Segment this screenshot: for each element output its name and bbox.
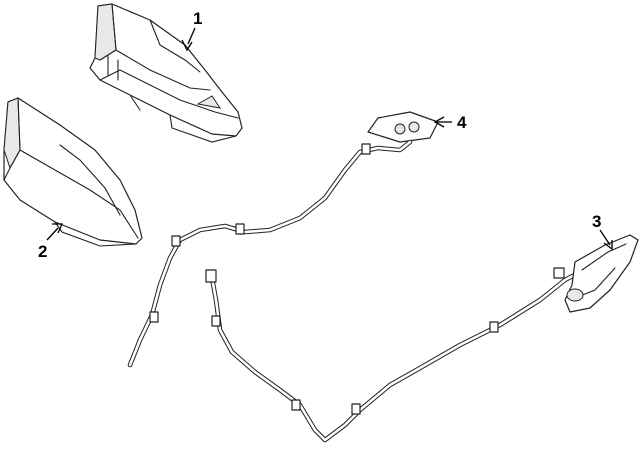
- connector-part-3: [564, 234, 639, 313]
- callout-4: 4: [457, 113, 467, 132]
- bracket-part-4: [367, 111, 439, 143]
- cable-harness-right: [205, 267, 583, 443]
- callout-3: 3: [592, 212, 601, 231]
- antenna-base-part-1: [89, 3, 243, 143]
- cable-harness-left: [127, 139, 413, 368]
- callout-2: 2: [38, 242, 47, 261]
- antenna-cover-part-2: [3, 97, 143, 247]
- callout-1: 1: [193, 9, 202, 28]
- callout-leaders: [46, 27, 613, 251]
